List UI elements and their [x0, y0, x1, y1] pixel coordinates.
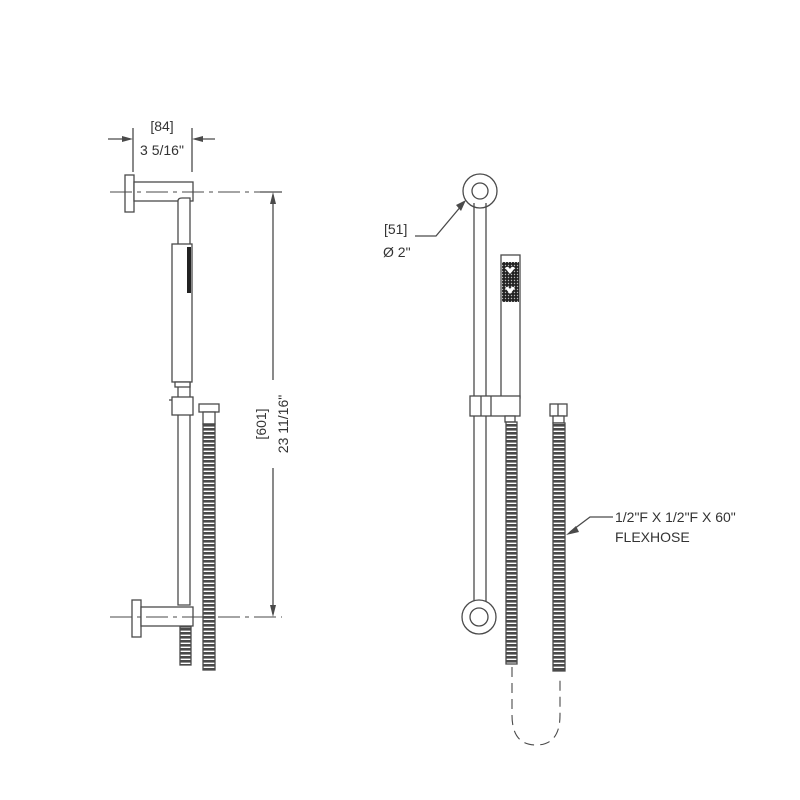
hose-nut-front — [549, 403, 568, 424]
top-mount-ring — [462, 173, 498, 209]
height-in-label: 23 11/16" — [275, 395, 291, 453]
hose-nut-side — [198, 403, 220, 425]
diameter-mm-label: [51] — [384, 221, 407, 237]
bottom-hose-stub — [179, 626, 192, 666]
hose-spec-label: 1/2"F X 1/2"F X 60" — [615, 509, 736, 525]
diameter-in-label: Ø 2" — [383, 244, 411, 260]
top-wall-bracket — [110, 174, 270, 213]
handshower-front — [500, 254, 521, 399]
front-view — [415, 173, 613, 746]
bottom-mount-ring — [461, 599, 497, 635]
slide-holder-side — [169, 396, 194, 416]
width-in-label: 3 5/16" — [140, 142, 184, 158]
side-view — [108, 128, 282, 671]
hose-leader — [566, 516, 613, 535]
flexhose-side — [202, 423, 216, 671]
width-mm-label: [84] — [150, 118, 173, 134]
bottom-wall-bracket — [110, 599, 282, 638]
hose-name-label: FLEXHOSE — [615, 529, 690, 545]
width-dimension — [108, 128, 215, 172]
height-dimension — [260, 191, 282, 617]
diameter-leader — [415, 200, 466, 237]
flexhose-separate — [552, 422, 566, 672]
handshower-side — [171, 243, 193, 388]
slide-holder-front — [469, 395, 521, 423]
height-mm-label: [601] — [253, 408, 269, 439]
hose-loop-dashed — [511, 667, 561, 746]
flexhose-connected — [505, 421, 518, 665]
